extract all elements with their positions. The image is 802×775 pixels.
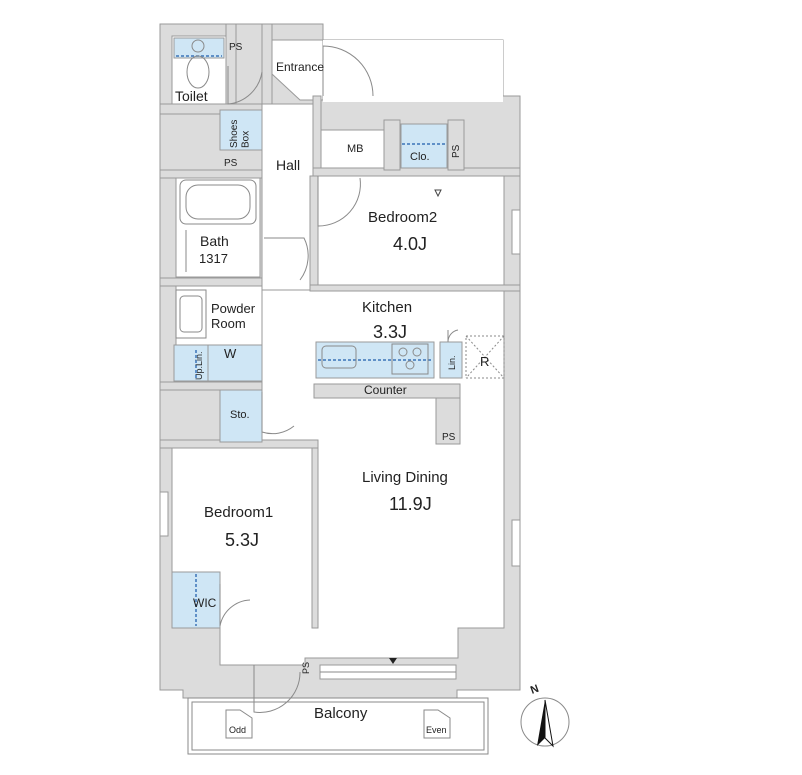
refrigerator-label: R [480, 354, 489, 369]
washer-label: W [224, 346, 237, 361]
compass-icon [520, 697, 570, 748]
bedroom2-size: 4.0J [393, 234, 427, 254]
entrance-marker-icon [389, 658, 397, 664]
hall-label: Hall [276, 157, 300, 173]
entrance-label: Entrance [276, 60, 324, 74]
bedroom1-name: Bedroom1 [204, 504, 273, 521]
linen-cabinet [439, 341, 463, 379]
washer-space [207, 344, 263, 382]
kitchen-sink [321, 345, 357, 369]
toilet-tank [173, 37, 225, 59]
counter-label: Counter [364, 383, 407, 397]
storage-cabinet [219, 389, 263, 443]
even-label: Even [426, 725, 447, 735]
linen-label: Lin. [447, 355, 457, 370]
storage-label: Sto. [230, 409, 250, 421]
inner-walls [159, 23, 521, 629]
living-size: 11.9J [389, 494, 432, 514]
ps-kitchen-label: PS [442, 432, 456, 443]
windows [159, 209, 521, 680]
toilet-label: Toilet [175, 88, 208, 104]
refrigerator-space [465, 335, 505, 379]
ps-closet-label: PS [451, 144, 462, 158]
up-lin-label: Up.Lin. [194, 351, 204, 380]
ps-toilet-label: PS [229, 42, 243, 53]
shoes-box-cabinet [219, 109, 263, 151]
north-label: N [529, 683, 541, 697]
balcony-label: Balcony [314, 705, 368, 722]
odd-label: Odd [229, 725, 246, 735]
doors [219, 45, 459, 713]
toilet-bowl [186, 39, 210, 89]
bath-size: 1317 [199, 251, 228, 266]
wic-label: WIC [193, 596, 217, 610]
stove-icon [391, 343, 429, 375]
closet-cabinet [400, 123, 448, 169]
living-name: Living Dining [362, 469, 448, 486]
balcony-area [187, 697, 489, 755]
room-labels: Toilet PS Entrance ShoesBox PS Hall MB C… [175, 42, 541, 735]
kitchen-name: Kitchen [362, 299, 412, 316]
ps-shoes-label: PS [224, 158, 238, 169]
bedroom2-name: Bedroom2 [368, 209, 437, 226]
mb-label: MB [347, 143, 364, 155]
kitchen-size: 3.3J [373, 322, 407, 342]
shoes-box-label: ShoesBox [229, 120, 252, 148]
bath-name: Bath [200, 233, 229, 249]
bathtub [179, 179, 257, 272]
closet-marker-icon [434, 189, 442, 198]
bedroom1-size: 5.3J [225, 530, 259, 550]
closet-label: Clo. [410, 151, 430, 163]
vanity-sink [175, 289, 207, 339]
ps-balcony-label: PS [301, 662, 311, 674]
